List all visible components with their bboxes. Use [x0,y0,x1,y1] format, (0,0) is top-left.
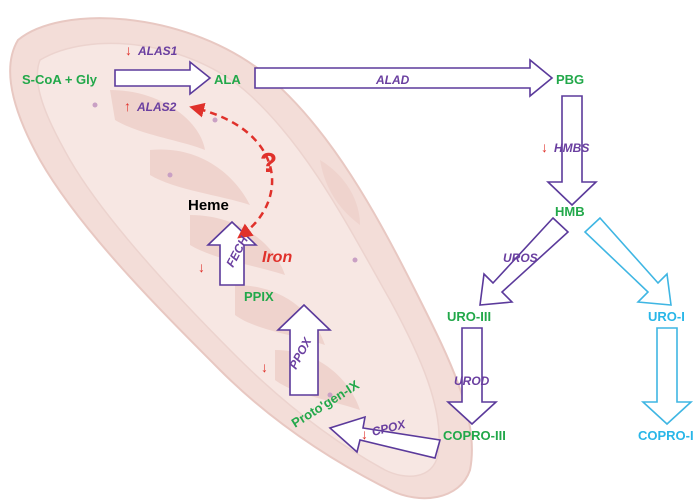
alas2-up-arrow: ↑ [124,98,131,114]
ppox-down-arrow: ↓ [261,359,268,375]
label-uro3: URO-III [447,309,491,324]
label-hmbs: HMBS [554,141,589,155]
label-uros: UROS [503,251,538,265]
arrow-ala-to-pbg [254,58,554,98]
label-uro1: URO-I [648,309,685,324]
label-scoa-gly: S-CoA + Gly [22,72,98,87]
arrow-hmb-to-uro3 [479,216,570,306]
arrow-pbg-to-hmb [546,95,598,207]
cpox-down-arrow: ↓ [361,426,368,442]
label-copro3: COPRO-III [443,428,506,443]
label-alad: ALAD [375,73,410,87]
arrow-protogen-to-ppix [276,303,332,396]
label-alas1: ALAS1 [137,44,178,58]
label-hmb: HMB [555,204,585,219]
label-iron: Iron [262,249,292,266]
arrow-scoa-to-ala [114,60,212,96]
label-ppix: PPIX [244,289,274,304]
label-urod: UROD [454,374,490,388]
arrow-uro3-to-copro3 [445,327,499,426]
alas1-down-arrow: ↓ [125,42,132,58]
heme-to-alas2-dashed-link [189,102,274,239]
arrow-copro3-to-protogen [328,415,442,459]
label-heme: Heme [188,197,229,214]
arrow-uro1-to-copro1 [640,327,694,426]
label-alas2: ALAS2 [136,100,177,114]
question-mark: ? [260,147,277,178]
label-ala: ALA [214,72,241,87]
label-copro1: COPRO-I [638,428,694,443]
label-pbg: PBG [556,72,584,87]
fech-down-arrow: ↓ [198,259,205,275]
hmbs-down-arrow: ↓ [541,139,548,155]
arrow-hmb-to-uro1 [583,216,672,306]
